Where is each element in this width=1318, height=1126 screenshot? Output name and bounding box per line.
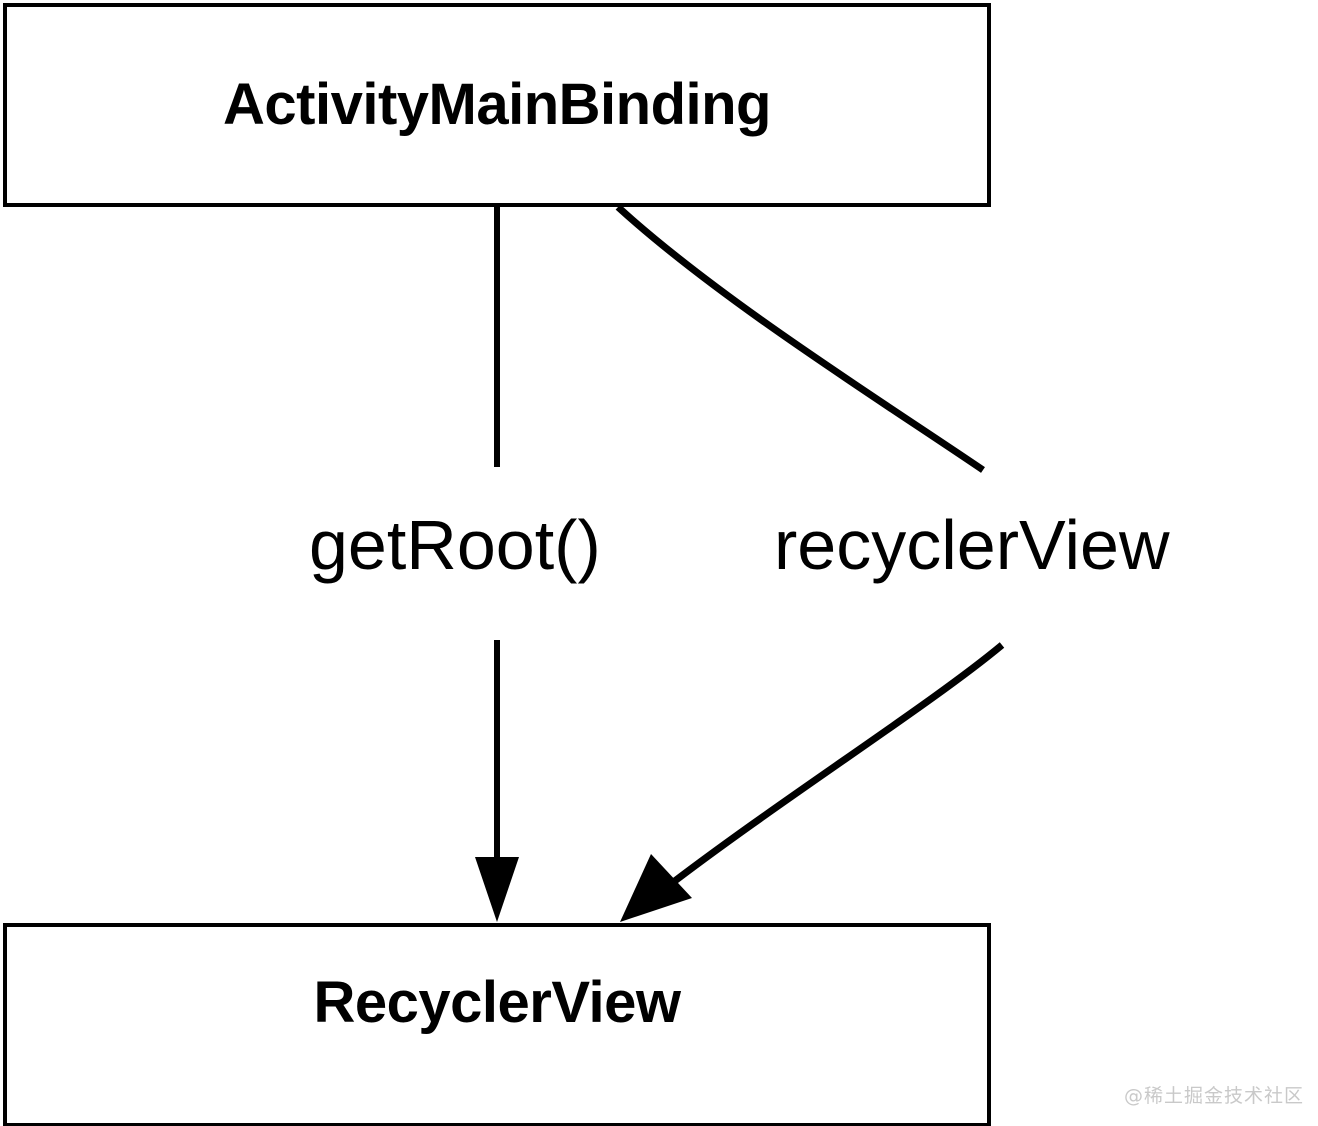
watermark-text: @稀土掘金技术社区 — [1123, 1085, 1304, 1107]
edge-recycler-view-segment-upper — [615, 204, 985, 473]
edge-get-root-arrowhead — [475, 857, 519, 922]
node-recycler-view[interactable]: RecyclerView — [3, 923, 991, 1126]
edge-recycler-view-arrowhead — [620, 854, 692, 922]
edge-label-get-root: getRoot() — [303, 508, 607, 582]
node-activity-main-binding[interactable]: ActivityMainBinding — [3, 3, 991, 207]
node-activity-main-binding-label: ActivityMainBinding — [223, 72, 771, 137]
edge-label-recycler-view: recyclerView — [768, 508, 1176, 582]
edge-recycler-view-segment-lower — [660, 642, 1005, 893]
node-recycler-view-label: RecyclerView — [313, 970, 681, 1035]
